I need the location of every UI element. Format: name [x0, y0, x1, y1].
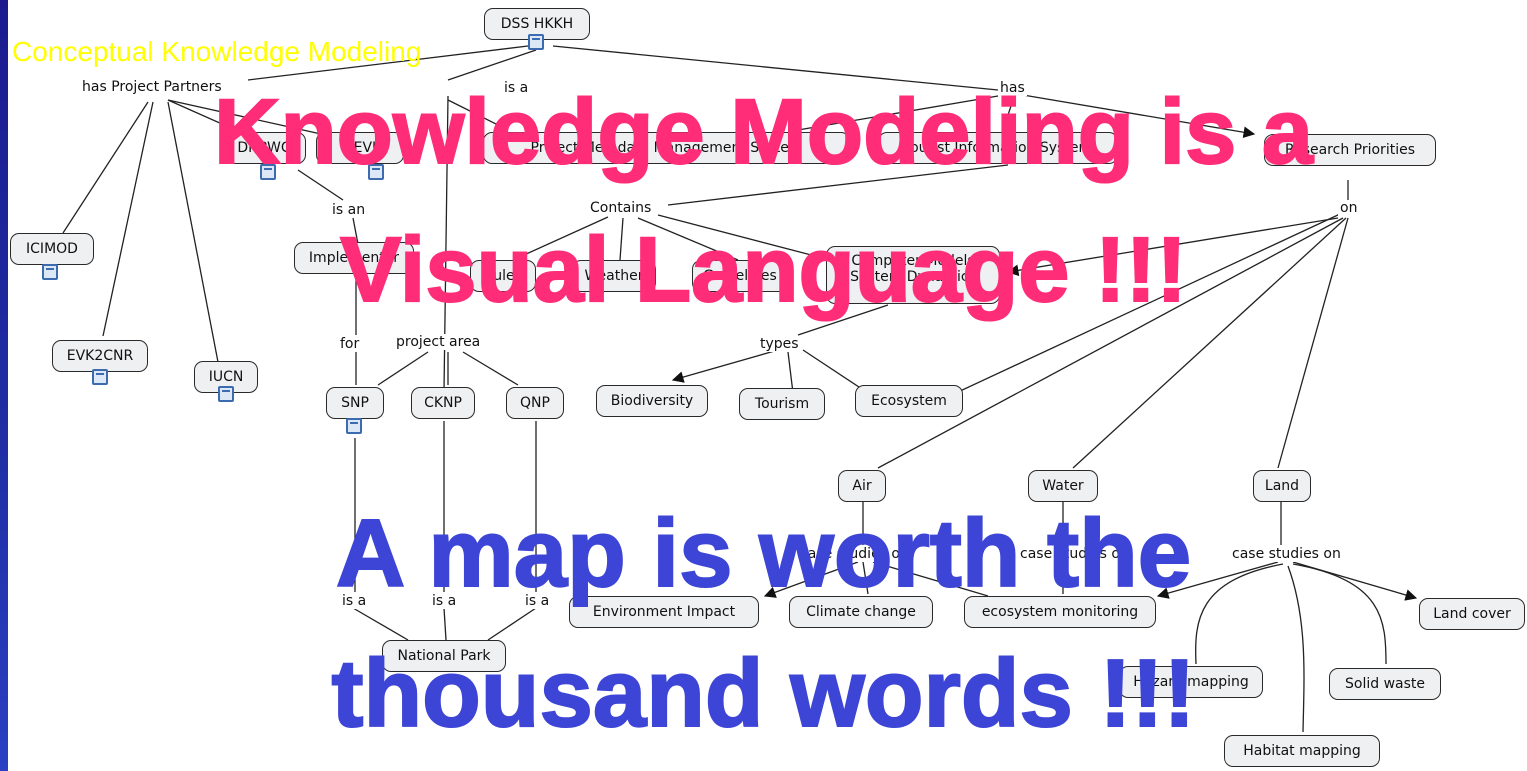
link-dss-partners — [247, 45, 529, 81]
node-habitat-mapping[interactable]: Habitat mapping — [1224, 735, 1380, 767]
node-project-metadata-management-system[interactable]: Project Metadata Management System — [483, 132, 850, 164]
link-contains-guidelines — [637, 217, 739, 261]
tagline-line-2: thousand words !!! — [331, 640, 1197, 747]
tagline-line-1: A map is worth the — [335, 500, 1192, 607]
link-isa-national-park-1 — [352, 607, 409, 641]
link-tis-contains — [667, 164, 1009, 206]
concept-map-canvas: has Project Partners is a has is an Cont… — [8, 0, 1527, 771]
link-label-case-studies-water: case studies on — [1018, 546, 1131, 562]
link-dnpwc-isan — [297, 169, 344, 201]
link-contains-rules — [512, 216, 609, 261]
node-qnp[interactable]: QNP — [506, 387, 564, 419]
link-label-is-a-cknp: is a — [430, 593, 459, 609]
document-icon[interactable] — [218, 386, 234, 402]
node-air[interactable]: Air — [838, 470, 886, 502]
node-environment-impact[interactable]: Environment Impact — [569, 596, 759, 628]
link-contains-models — [657, 214, 839, 263]
node-climate-change[interactable]: Climate change — [789, 596, 933, 628]
link-case-ecomon — [872, 561, 989, 597]
link-partners-evk2cnr — [102, 101, 154, 337]
link-projarea-snp — [377, 351, 429, 386]
document-icon[interactable] — [92, 369, 108, 385]
node-snp[interactable]: SNP — [326, 387, 384, 419]
node-ecosystem[interactable]: Ecosystem — [855, 385, 963, 417]
link-isa-national-park-3 — [487, 607, 537, 641]
node-tourism[interactable]: Tourism — [739, 388, 825, 420]
node-research-priorities[interactable]: Research Priorities — [1264, 134, 1436, 166]
link-label-project-area: project area — [394, 334, 483, 350]
node-land[interactable]: Land — [1253, 470, 1311, 502]
node-dnpwc[interactable]: DNPWC — [222, 132, 306, 164]
link-label-has: has — [998, 80, 1027, 96]
headline-line-1: Knowledge Modeling is a — [213, 81, 1314, 183]
link-label-on: on — [1338, 200, 1360, 216]
link-label-has-project-partners: has Project Partners — [80, 79, 224, 95]
link-on-air — [877, 217, 1344, 469]
link-dss-isa — [447, 49, 537, 81]
node-weather[interactable]: Weather — [572, 260, 656, 292]
node-national-park[interactable]: National Park — [382, 640, 506, 672]
link-label-is-a-top: is a — [502, 80, 531, 96]
node-biodiversity[interactable]: Biodiversity — [596, 385, 708, 417]
link-case-climate — [862, 561, 869, 595]
headline-line-2: Visual Language !!! — [339, 219, 1188, 321]
link-land-ecomon — [1156, 561, 1279, 599]
node-water[interactable]: Water — [1028, 470, 1098, 502]
link-land-solidwaste — [1292, 563, 1387, 665]
link-on-models — [1006, 217, 1339, 277]
link-isa-projmms — [447, 99, 509, 131]
node-computer-models-system-dynamics[interactable]: Computer Models System Dynamics — [826, 246, 1000, 304]
link-partners-icimod — [62, 101, 149, 234]
link-label-is-an: is an — [330, 202, 368, 218]
link-label-case-studies-air: case studies on — [798, 546, 911, 562]
node-guidelines[interactable]: Guidelines — [692, 260, 788, 292]
link-isa-national-park-2 — [443, 607, 447, 641]
link-label-contains: Contains — [588, 200, 654, 216]
document-icon[interactable] — [42, 264, 58, 280]
node-cknp[interactable]: CKNP — [411, 387, 475, 419]
node-ecosystem-monitoring[interactable]: ecosystem monitoring — [964, 596, 1156, 628]
link-on-ecosystem — [957, 213, 1341, 393]
link-land-hazard — [1195, 563, 1284, 665]
slide-corner-title: Conceptual Knowledge Modeling — [12, 36, 422, 67]
link-label-types: types — [758, 336, 801, 352]
document-icon[interactable] — [260, 164, 276, 180]
node-dss-hkkh[interactable]: DSS HKKH — [484, 8, 590, 40]
link-label-is-a-snp: is a — [340, 593, 369, 609]
node-cevi[interactable]: CEVI — [316, 132, 404, 164]
link-label-for: for — [338, 336, 362, 352]
document-icon[interactable] — [346, 418, 362, 434]
document-icon[interactable] — [528, 34, 544, 50]
link-contains-weather — [619, 217, 624, 261]
link-models-types — [797, 304, 889, 336]
node-tourist-information-system[interactable]: Tourist Information System — [878, 132, 1118, 164]
link-isan-implementer — [352, 217, 359, 245]
node-evk2cnr[interactable]: EVK2CNR — [52, 340, 148, 372]
link-case-envimpact — [763, 561, 859, 598]
node-hazard-mapping[interactable]: Hazard mapping — [1119, 666, 1263, 698]
node-rules[interactable]: Rules — [470, 260, 536, 292]
link-dss-has — [552, 45, 999, 91]
node-icimod[interactable]: ICIMOD — [10, 233, 94, 265]
node-land-cover[interactable]: Land cover — [1419, 598, 1525, 630]
document-icon[interactable] — [368, 164, 384, 180]
link-projarea-qnp — [462, 351, 519, 386]
link-has-projmms — [797, 95, 999, 131]
link-has-tis — [1002, 99, 1014, 131]
link-types-biodiversity — [671, 349, 779, 383]
node-implementer[interactable]: Implementer — [294, 242, 414, 274]
link-has-research — [1022, 94, 1256, 139]
link-label-is-a-qnp: is a — [523, 593, 552, 609]
node-solid-waste[interactable]: Solid waste — [1329, 668, 1441, 700]
link-types-tourism — [787, 351, 794, 394]
link-on-land — [1277, 217, 1349, 469]
link-on-water — [1072, 217, 1347, 469]
link-label-case-studies-land: case studies on — [1230, 546, 1343, 562]
link-partners-iucn — [167, 101, 219, 363]
link-types-ecosystem — [802, 349, 869, 394]
link-land-habitat — [1287, 565, 1305, 733]
concept-map-links — [62, 45, 1418, 733]
